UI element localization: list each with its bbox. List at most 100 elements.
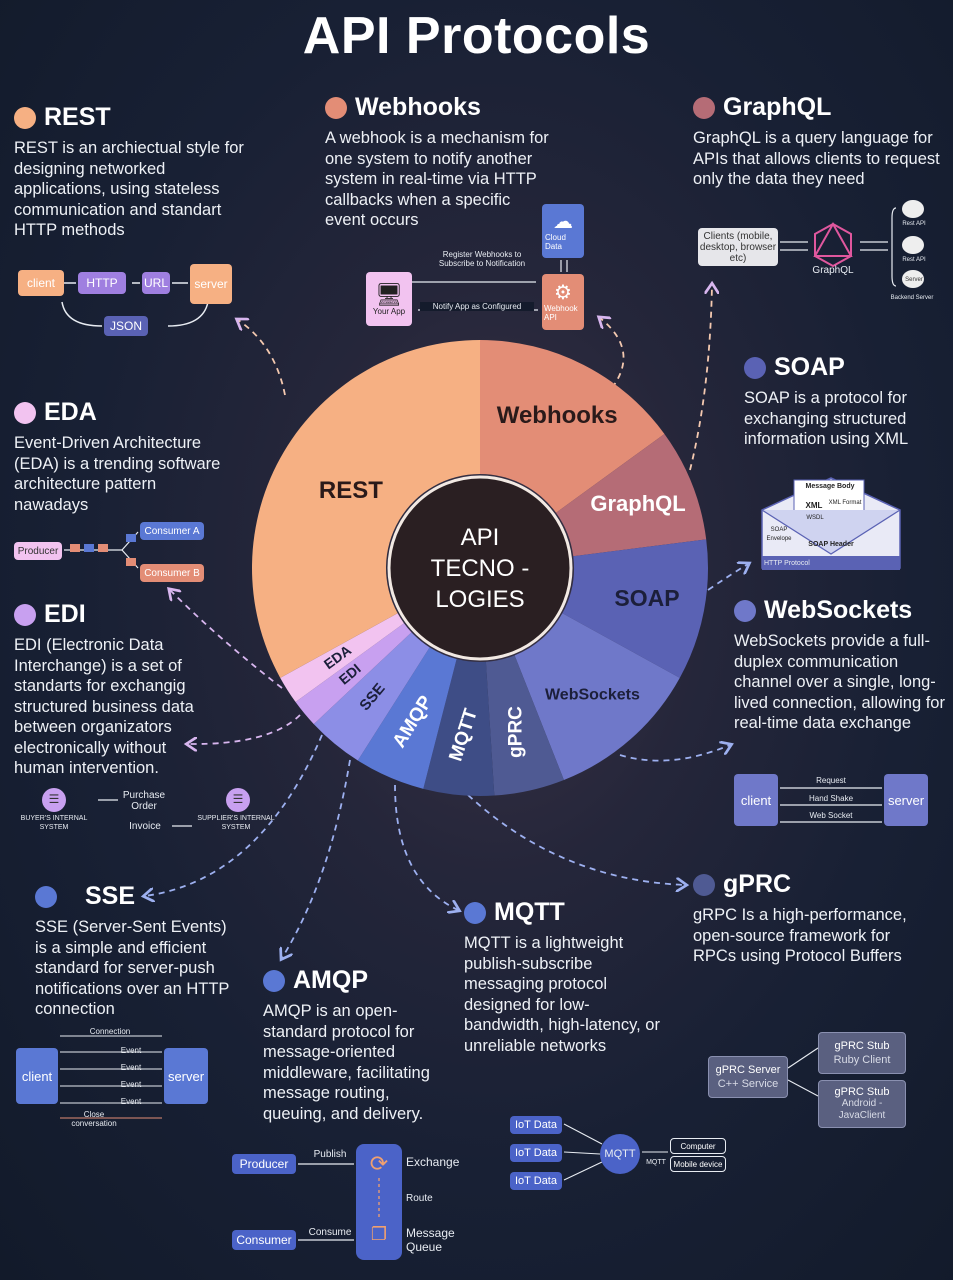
graphql-dot-icon [693, 96, 715, 119]
center-line-3: LOGIES [435, 586, 525, 613]
exchange-icon: ⟳ [369, 1151, 389, 1176]
donut-slice-rest [252, 340, 480, 678]
page-title: API Protocols [302, 7, 651, 65]
webhooks-cloud-label: Cloud Data [545, 233, 566, 251]
graphql-api1-node [902, 200, 924, 218]
arrow-webhooks [600, 318, 625, 389]
websockets-dot-icon [734, 599, 756, 622]
section-edi-text: EDI (Electronic Data Interchange) is a s… [14, 636, 194, 777]
webhooks-register-label: Register Webhooks to Subscribe to Notifi… [438, 250, 526, 268]
webhooks-api-box: ⚙ Webhook API [542, 274, 584, 330]
section-websockets-title: WebSockets [734, 596, 946, 625]
donut-slice-soap [562, 539, 708, 678]
graphql-api2-node [902, 236, 924, 254]
arrow-amqp [282, 759, 351, 958]
grpc-stub-1-label: gPRC Stub [834, 1040, 890, 1052]
donut-slice-gprc [485, 655, 564, 796]
mqtt-mobile-box: Mobile device [670, 1156, 726, 1172]
rest-server-box: server [190, 264, 232, 304]
section-sse: SSE SSE (Server-Sent Events) is a simple… [35, 882, 235, 1020]
section-soap: SOAP SOAP is a protocol for exchanging s… [744, 353, 944, 450]
amqp-diagram: ⟳ ❐ Producer Consumer Publish Consume Ex… [230, 1142, 475, 1262]
grpc-server-label: gPRC Server [715, 1064, 781, 1076]
donut-slice-edi [295, 623, 412, 725]
center-line-2: TECNO - [430, 555, 530, 582]
soap-envelope-label: SOAP Envelope [766, 527, 792, 542]
section-edi-title: EDI [14, 600, 214, 629]
section-eda-title: EDA [14, 398, 234, 427]
webhooks-your-app-label: Your App [372, 306, 406, 316]
graphql-clients-box: Clients (mobile, desktop, browser etc) [698, 228, 778, 266]
websockets-client-box: client [734, 774, 778, 826]
sse-event-2-label: Event [120, 1063, 142, 1072]
amqp-publish-label: Publish [313, 1149, 347, 1160]
arrow-rest [238, 320, 286, 396]
websockets-websocket-label: Web Socket [809, 811, 853, 820]
section-rest-title: REST [14, 103, 254, 132]
arrow-websockets [619, 745, 730, 762]
donut-slice-graphql [556, 433, 707, 557]
section-sse-text: SSE (Server-Sent Events) is a simple and… [35, 918, 230, 1018]
soap-xml-label: XML [805, 501, 823, 510]
donut-center [387, 475, 573, 661]
section-rest: REST REST is an archiectual style for de… [14, 103, 254, 241]
soap-body-label: Message Body [805, 483, 855, 490]
mqtt-iot-2-box: IoT Data [510, 1144, 562, 1162]
donut-slice-mqtt [423, 659, 495, 796]
sse-event-3-label: Event [120, 1080, 142, 1089]
donut-slice-webhooks [480, 340, 665, 513]
graphql-server-node [902, 270, 924, 288]
edi-buyer-label: BUYER'S INTERNAL SYSTEM [20, 815, 88, 831]
edi-po-label: Purchase Order [122, 790, 166, 812]
section-grpc-title: gPRC [693, 870, 933, 899]
rest-url-box: URL [142, 272, 170, 294]
donut-label-webhooks: Webhooks [497, 402, 618, 429]
grpc-dot-icon [693, 873, 715, 896]
rest-diagram: client HTTP URL server JSON [18, 262, 233, 338]
mqtt-iot-3-box: IoT Data [510, 1172, 562, 1190]
section-amqp: AMQP AMQP is an open-standard protocol f… [263, 966, 453, 1124]
sse-server-box: server [164, 1048, 208, 1104]
amqp-dot-icon [263, 969, 285, 992]
graphql-logo-icon [813, 221, 853, 268]
donut-label-soap: SOAP [614, 585, 679, 611]
section-soap-title: SOAP [744, 353, 944, 382]
rest-client-box: client [18, 270, 64, 296]
mqtt-iot-1-box: IoT Data [510, 1116, 562, 1134]
graphql-center-label: GraphQL [812, 265, 854, 276]
webhook-icon: ⚙ [554, 282, 572, 304]
webhooks-cloud-box: ☁ Cloud Data [542, 204, 584, 258]
soap-protocol-label: HTTP Protocol [764, 560, 810, 567]
mqtt-computer-box: Computer [670, 1138, 726, 1154]
section-mqtt-title: MQTT [464, 898, 664, 927]
section-mqtt-text: MQTT is a lightweight publish-subscribe … [464, 934, 660, 1055]
websockets-request-label: Request [816, 776, 846, 785]
eda-consumer-a-box: Consumer A [140, 522, 204, 540]
mqtt-broker-label: MQTT [604, 1148, 636, 1160]
soap-header-label: SOAP Header [808, 541, 854, 548]
eda-producer-box: Producer [14, 542, 62, 560]
donut-label-websockets: WebSockets [545, 687, 640, 704]
amqp-consumer-box: Consumer [232, 1230, 296, 1250]
section-eda-text: Event-Driven Architecture (EDA) is a tre… [14, 434, 221, 514]
sse-connection-label: Connection [89, 1027, 131, 1036]
donut-slice-eda [280, 613, 404, 703]
rest-dot-icon [14, 106, 36, 129]
graphql-server-label: Server [905, 277, 923, 283]
amqp-producer-box: Producer [232, 1154, 296, 1174]
rest-json-box: JSON [104, 316, 148, 336]
soap-xml-format-label: XML Format [828, 500, 862, 506]
section-websockets: WebSockets WebSockets provide a full-dup… [734, 596, 946, 734]
section-graphql-title: GraphQL [693, 93, 943, 122]
donut-label-gprc: gPRC [506, 706, 527, 758]
supplier-system-icon: ☰ [232, 792, 244, 806]
sse-client-box: client [16, 1048, 58, 1104]
cloud-data-icon: ☁ [553, 211, 573, 233]
center-line-1: API [460, 524, 500, 551]
monitor-icon: 🖥 [375, 281, 403, 307]
edi-diagram: ☰ ☰ BUYER'S INTERNAL SYSTEM SUPPLIER'S I… [14, 786, 276, 834]
section-webhooks: Webhooks A webhook is a mechanism for on… [325, 93, 555, 231]
amqp-route-label: Route [406, 1193, 433, 1204]
